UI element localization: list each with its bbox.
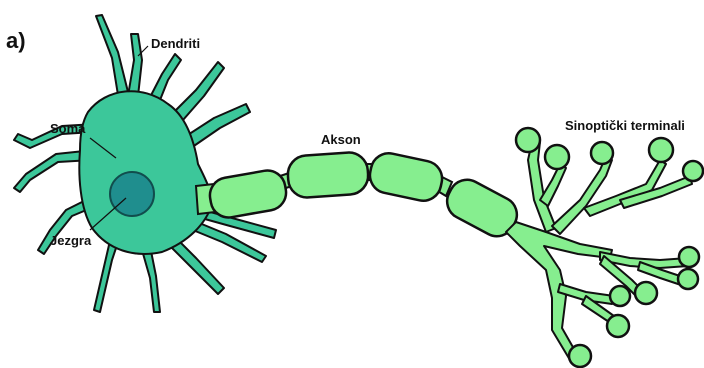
terminal-knob (607, 315, 629, 337)
terminal-knob (683, 161, 703, 181)
soma-label: Soma (50, 121, 85, 136)
nucleus (110, 172, 154, 216)
terminal-knob (569, 345, 591, 367)
nucleus-label: Jezgra (50, 233, 91, 248)
soma (79, 91, 212, 254)
terminal-knob (678, 269, 698, 289)
dendrites-label: Dendriti (151, 36, 200, 51)
synaptic-terminals-label: Sinoptički terminali (565, 118, 685, 133)
terminal-knob (591, 142, 613, 164)
terminal-knob (635, 282, 657, 304)
axon-label: Akson (321, 132, 361, 147)
terminal-knob (610, 286, 630, 306)
axon-terminal-branches (506, 142, 692, 360)
terminal-knob (679, 247, 699, 267)
myelin-segment (287, 151, 370, 198)
terminal-knob (545, 145, 569, 169)
myelin-segment (207, 168, 289, 221)
terminal-knob (649, 138, 673, 162)
terminal-knob (516, 128, 540, 152)
panel-label: a) (6, 28, 26, 54)
myelin-segment (367, 150, 446, 204)
